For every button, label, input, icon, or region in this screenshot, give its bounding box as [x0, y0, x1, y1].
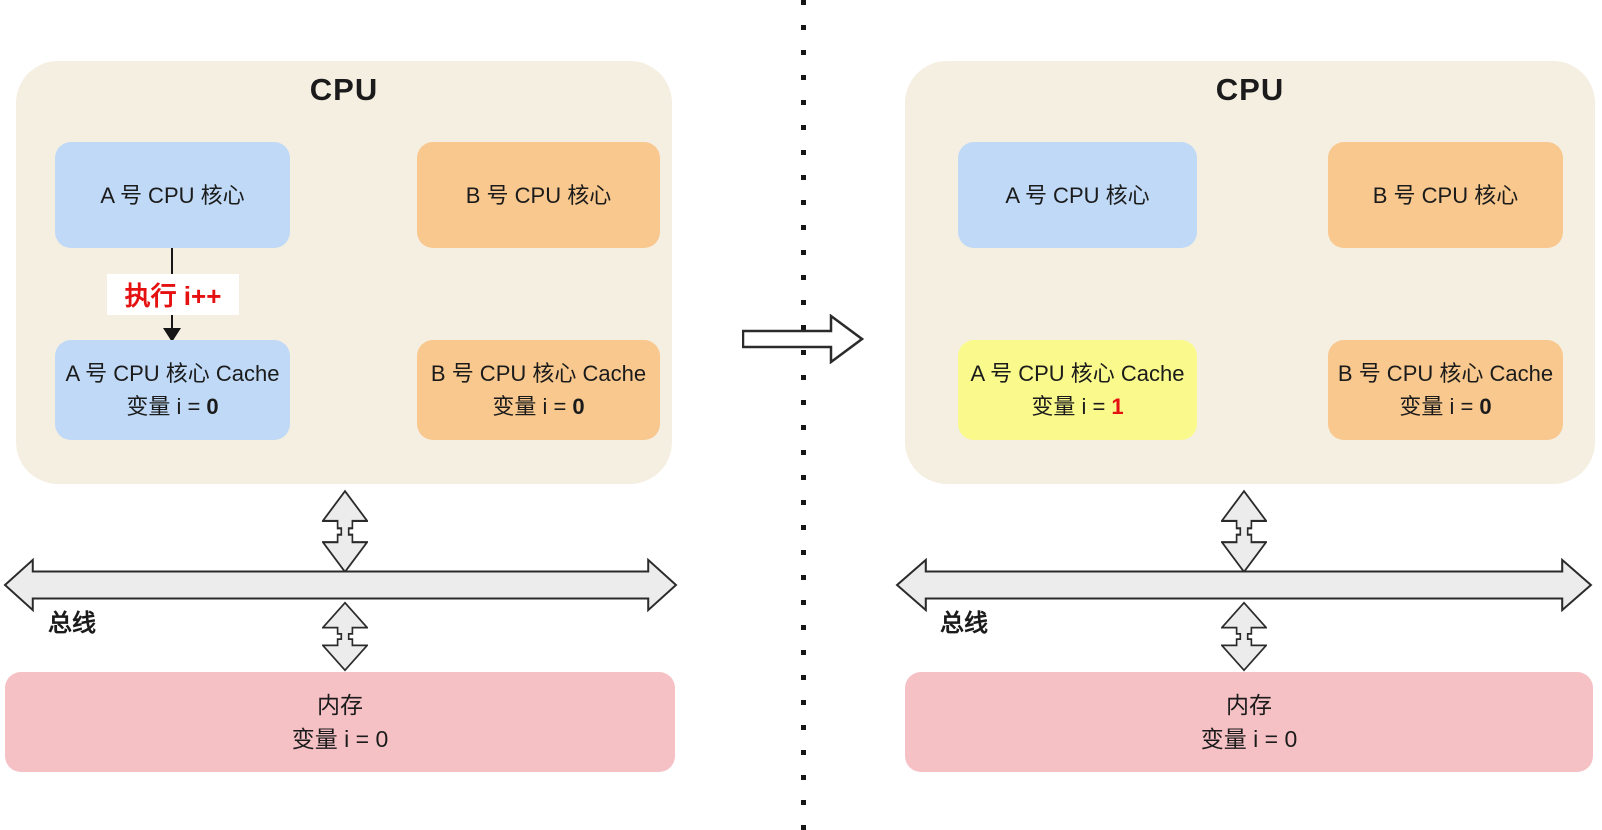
memory-line2: 变量 i = 0 — [1200, 726, 1298, 752]
cache-b-value: 0 — [1479, 394, 1492, 419]
memory-box: 内存 变量 i = 0 — [905, 672, 1593, 772]
cpu-title: CPU — [1215, 72, 1285, 107]
cache-a-line1: A 号 CPU 核心 Cache — [65, 361, 280, 386]
memory-box: 内存 变量 i = 0 — [5, 672, 675, 772]
cache-a-box: A 号 CPU 核心 Cache 变量 i = 0 — [55, 340, 290, 440]
core-a-label: A 号 CPU 核心 — [1005, 182, 1150, 208]
core-b-box: B 号 CPU 核心 — [1328, 142, 1563, 248]
cache-a-line2: 变量 i = 0 — [126, 394, 219, 419]
memory-line1: 内存 — [1226, 691, 1272, 718]
bus-arrow-icon — [895, 558, 1593, 612]
cache-a-value: 1 — [1111, 394, 1124, 419]
cpu-title: CPU — [309, 72, 379, 107]
bus-label: 总线 — [48, 610, 96, 637]
cache-b-box: B 号 CPU 核心 Cache 变量 i = 0 — [1328, 340, 1563, 440]
exec-label: 执行 i++ — [107, 274, 239, 315]
cache-b-line2: 变量 i = 0 — [492, 394, 585, 419]
core-a-label: A 号 CPU 核心 — [100, 182, 245, 208]
dotted-divider-line — [801, 0, 806, 830]
core-a-box: A 号 CPU 核心 — [55, 142, 290, 248]
core-b-label: B 号 CPU 核心 — [465, 182, 612, 208]
bus-memory-double-arrow-icon — [322, 601, 368, 672]
core-b-box: B 号 CPU 核心 — [417, 142, 660, 248]
core-a-box: A 号 CPU 核心 — [958, 142, 1197, 248]
cache-b-line1: B 号 CPU 核心 Cache — [430, 361, 647, 386]
transition-right-arrow-icon — [742, 314, 864, 364]
memory-line1: 内存 — [317, 691, 363, 718]
cache-b-box: B 号 CPU 核心 Cache 变量 i = 0 — [417, 340, 660, 440]
bus-memory-double-arrow-icon — [1221, 601, 1267, 672]
cache-a-line2: 变量 i = 1 — [1031, 394, 1124, 419]
exec-arrow-head-icon — [163, 328, 181, 342]
cache-b-line2: 变量 i = 0 — [1399, 394, 1492, 419]
cache-b-line1: B 号 CPU 核心 Cache — [1337, 361, 1554, 386]
memory-line2: 变量 i = 0 — [291, 726, 389, 752]
cache-a-box: A 号 CPU 核心 Cache 变量 i = 1 — [958, 340, 1197, 440]
core-b-label: B 号 CPU 核心 — [1372, 182, 1519, 208]
cache-a-line1: A 号 CPU 核心 Cache — [970, 361, 1185, 386]
cache-b-value: 0 — [572, 394, 585, 419]
bus-label: 总线 — [940, 610, 988, 637]
bus-arrow-icon — [3, 558, 678, 612]
cache-a-value: 0 — [206, 394, 219, 419]
